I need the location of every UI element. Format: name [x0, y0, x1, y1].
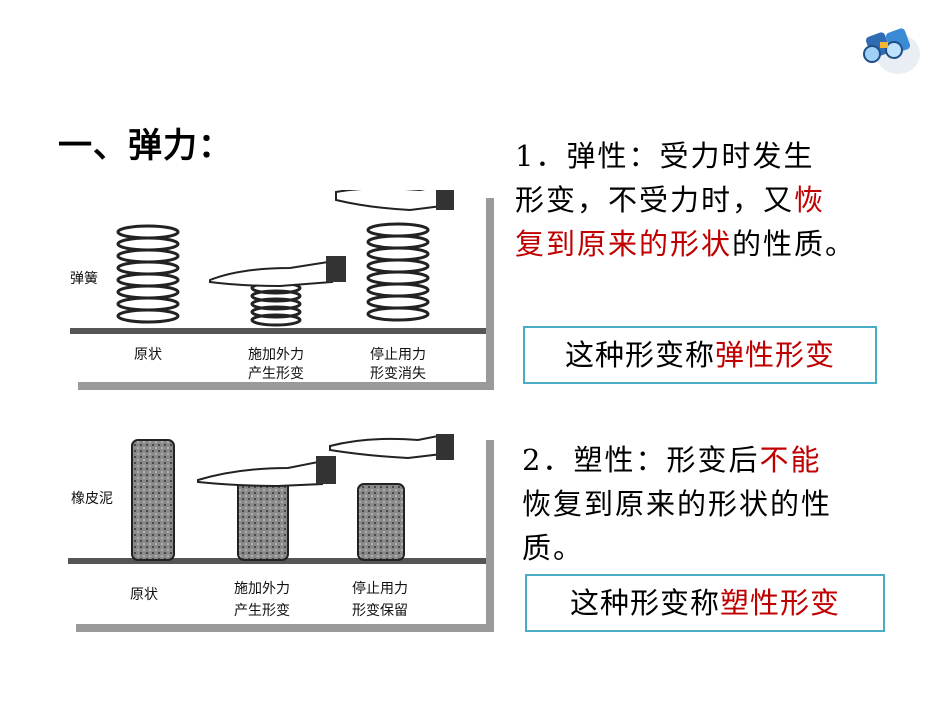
figure-caption: 施加外力: [248, 347, 304, 363]
figure-caption: 产生形变: [248, 366, 304, 382]
figure-caption: 原状: [134, 347, 162, 363]
section-heading: 一、弹力：: [58, 126, 233, 166]
definition-line: 质。: [522, 531, 585, 565]
figure-caption: 原状: [130, 587, 158, 603]
spring-figure: 弹簧 原状 施加外力 产生形变 停止用力 形变消失: [70, 190, 486, 382]
figure-caption: 产生形变: [234, 603, 290, 619]
figure-side-label: 弹簧: [70, 271, 98, 287]
definition-line: 复到原来的形状的性质。: [515, 222, 935, 266]
elastic-deformation-box: 这种形变称弹性形变: [523, 326, 877, 384]
highlight-text: 复到原来的形状: [515, 227, 733, 261]
plasticity-definition: 2．塑性：形变后不能 恢复到原来的形状的性 质。: [522, 438, 942, 570]
highlight-text: 不能: [759, 443, 822, 477]
figure-caption: 施加外力: [234, 581, 290, 597]
definition-text: 2．塑性：形变后: [522, 443, 760, 477]
plastic-deformation-box: 这种形变称塑性形变: [525, 574, 885, 632]
definition-text: 的性质。: [732, 227, 857, 261]
definition-line: 形变，不受力时，又恢: [515, 178, 935, 222]
figure-side-label: 橡皮泥: [71, 491, 113, 507]
box-highlight: 塑性形变: [720, 586, 841, 620]
elasticity-definition: 1．弹性：受力时发生 形变，不受力时，又恢 复到原来的形状的性质。: [515, 134, 935, 266]
figure-caption: 停止用力: [352, 581, 408, 597]
figure-caption: 形变保留: [352, 603, 408, 619]
binoculars-icon: [858, 20, 924, 78]
box-text: 这种形变称: [564, 338, 715, 372]
clay-figure: 橡皮泥 原状 施加外力 产生形变 停止用力 形变保留: [68, 432, 486, 624]
highlight-text: 恢: [794, 183, 826, 217]
figure-caption: 停止用力: [370, 347, 426, 363]
definition-line: 2．塑性：形变后不能: [522, 438, 942, 482]
figure-caption: 形变消失: [370, 366, 426, 382]
definition-text: 形变，不受力时，又: [515, 183, 795, 217]
box-highlight: 弹性形变: [715, 338, 836, 372]
box-text: 这种形变称: [569, 586, 720, 620]
definition-line: 恢复到原来的形状的性: [522, 487, 833, 521]
definition-line: 1．弹性：受力时发生: [515, 139, 815, 173]
